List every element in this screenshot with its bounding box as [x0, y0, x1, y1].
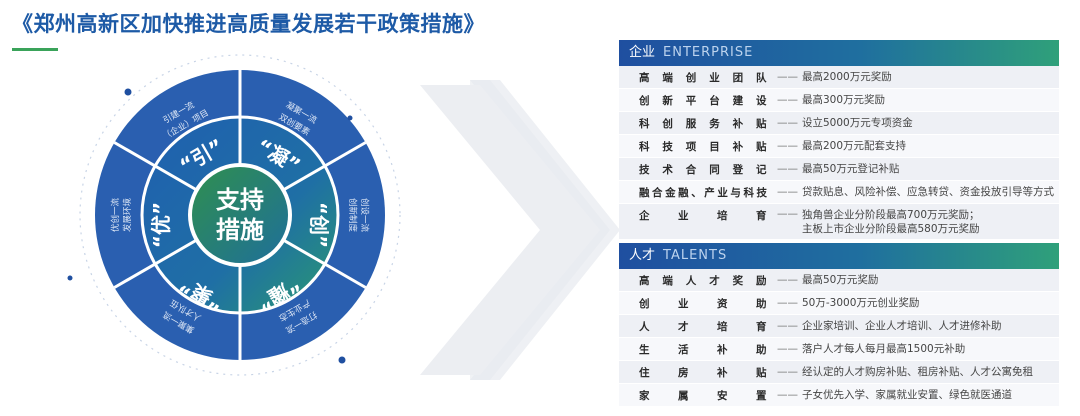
enterprise-panel: 企业 ENTERPRISE 高端创业团队 —— 最高2000万元奖励 创新平台建设… [619, 40, 1059, 240]
row-text: 落户人才每人每月最高1500元补助 [802, 343, 966, 355]
segment-char-you: “优” [149, 202, 173, 248]
row-label: 生活补助 [639, 343, 767, 356]
row-text: 经认定的人才购房补贴、租房补贴、人才公寓免租 [802, 366, 1033, 378]
arrow-shape [420, 85, 600, 375]
row-dash: —— [777, 297, 798, 309]
row-dash: —— [777, 186, 798, 198]
row-dash: —— [777, 320, 798, 332]
row-dash: —— [777, 366, 798, 378]
outer-dashed-ring [79, 54, 401, 376]
row-label: 企业培育 [639, 210, 767, 222]
row-label: 技术合同登记 [639, 163, 767, 176]
row-text: 最高50万元奖励 [802, 274, 879, 286]
row-dash: —— [777, 94, 798, 106]
row-dash: —— [777, 389, 798, 401]
enterprise-row: 创新平台建设 —— 最高300万元奖励 [619, 89, 1059, 112]
talents-panel: 人才 TALENTS 高端人才奖励 —— 最高50万元奖励 创业资助 —— 50万… [619, 243, 1059, 407]
page-title: 《郑州高新区加快推进高质量发展若干政策措施》 [12, 12, 485, 36]
row-text: 贷款贴息、风险补偿、应急转贷、资金投放引导等方式 [802, 186, 1054, 198]
enterprise-row: 科创服务补贴 —— 设立5000万元专项资金 [619, 112, 1059, 135]
segment-char-chuang: “创” [307, 202, 331, 248]
talents-title-cn: 人才 [629, 248, 656, 263]
decor-dot [124, 88, 132, 96]
row-dash: —— [777, 140, 798, 152]
segment-desc-you-1: 优创一流 [110, 198, 121, 233]
enterprise-header: 企业 ENTERPRISE [619, 40, 1059, 66]
row-dash: —— [777, 343, 798, 355]
segment-desc-chuang-2: 创新制度 [347, 198, 358, 233]
row-label: 人才培育 [639, 320, 767, 333]
center-title-line1: 支持 [216, 186, 264, 214]
enterprise-row: 高端创业团队 —— 最高2000万元奖励 [619, 66, 1059, 89]
row-text: 最高300万元奖励 [802, 94, 886, 106]
enterprise-rows: 高端创业团队 —— 最高2000万元奖励 创新平台建设 —— 最高300万元奖励… [619, 66, 1059, 240]
row-label: 高端创业团队 [639, 71, 767, 84]
policy-wheel: 支持 措施 “引” “凝” “创” “耀” “聚” “优” 引建一流 （企业）项… [67, 54, 401, 376]
enterprise-row: 企业培育 —— 独角兽企业分阶段最高700万元奖励； 主板上市企业分阶段最高58… [619, 204, 1059, 240]
row-label: 科技项目补贴 [639, 140, 767, 153]
talents-row: 生活补助 —— 落户人才每人每月最高1500元补助 [619, 338, 1059, 361]
center-circle [192, 167, 288, 263]
decor-dot [347, 115, 353, 121]
decor-dot [67, 275, 73, 281]
enterprise-row: 技术合同登记 —— 最高50万元登记补贴 [619, 158, 1059, 181]
row-text: 子女优先入学、家属就业安置、绿色就医通道 [802, 389, 1012, 401]
talents-row: 家属安置 —— 子女优先入学、家属就业安置、绿色就医通道 [619, 384, 1059, 407]
row-text: 最高200万元配套支持 [802, 140, 907, 152]
row-text: 最高50万元登记补贴 [802, 163, 900, 175]
row-label: 融合金融、产业与科技 [639, 186, 767, 199]
row-text: 50万-3000万元创业奖励 [802, 297, 920, 309]
row-text: 企业家培训、企业人才培训、人才进修补助 [802, 320, 1002, 332]
row-text: 设立5000万元专项资金 [802, 117, 913, 129]
row-text: 独角兽企业分阶段最高700万元奖励； 主板上市企业分阶段最高580万元奖励 [802, 209, 980, 235]
enterprise-title-cn: 企业 [629, 45, 656, 60]
talents-row: 人才培育 —— 企业家培训、企业人才培训、人才进修补助 [619, 315, 1059, 338]
row-label: 创新平台建设 [639, 94, 767, 107]
enterprise-row: 融合金融、产业与科技 —— 贷款贴息、风险补偿、应急转贷、资金投放引导等方式 [619, 181, 1059, 204]
segment-desc-you-2: 发展环境 [122, 198, 133, 233]
decor-dot [338, 356, 346, 364]
row-dash: —— [777, 71, 798, 83]
talents-header: 人才 TALENTS [619, 243, 1059, 269]
title-underline [12, 48, 58, 51]
row-dash: —— [777, 163, 798, 175]
segment-desc-chuang-1: 创设一流 [359, 198, 370, 233]
talents-row: 住房补贴 —— 经认定的人才购房补贴、租房补贴、人才公寓免租 [619, 361, 1059, 384]
talents-row: 创业资助 —— 50万-3000万元创业奖励 [619, 292, 1059, 315]
talents-title-en: TALENTS [663, 248, 728, 263]
enterprise-title-en: ENTERPRISE [663, 45, 754, 60]
row-label: 住房补贴 [639, 366, 767, 379]
row-dash: —— [777, 274, 798, 286]
row-dash: —— [777, 208, 798, 220]
row-label: 家属安置 [639, 389, 767, 402]
center-title-line2: 措施 [216, 216, 264, 244]
enterprise-row: 科技项目补贴 —— 最高200万元配套支持 [619, 135, 1059, 158]
talents-row: 高端人才奖励 —— 最高50万元奖励 [619, 269, 1059, 292]
talents-rows: 高端人才奖励 —— 最高50万元奖励 创业资助 —— 50万-3000万元创业奖… [619, 269, 1059, 407]
row-text: 最高2000万元奖励 [802, 71, 892, 83]
row-label: 科创服务补贴 [639, 117, 767, 130]
row-label: 高端人才奖励 [639, 274, 767, 287]
row-label: 创业资助 [639, 297, 767, 310]
row-dash: —— [777, 117, 798, 129]
